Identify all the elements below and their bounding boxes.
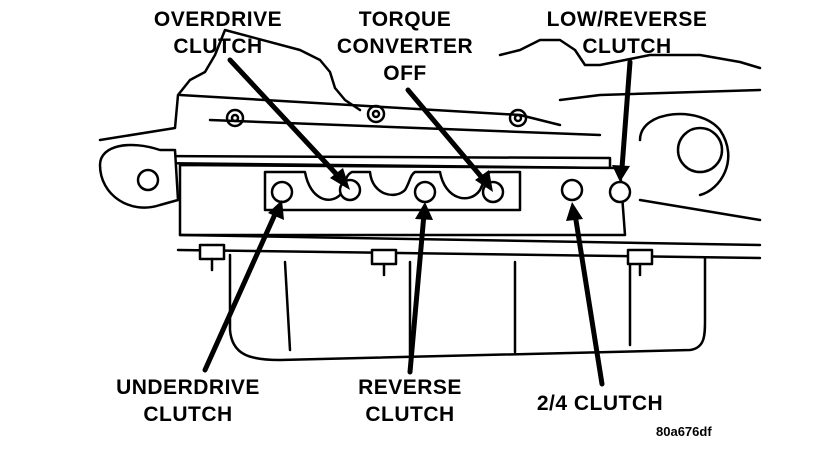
arrowhead-low-reverse <box>612 165 630 182</box>
right-lower-edge <box>638 198 762 222</box>
lower-flange-2 <box>176 248 762 260</box>
underdrive-clutch-label: UNDERDRIVE CLUTCH <box>108 374 268 428</box>
arrowhead-two-four <box>566 202 583 221</box>
leader-overdrive <box>227 57 343 181</box>
leader-torque-converter-off <box>405 87 487 183</box>
housing-outline-upper <box>498 38 762 70</box>
pan-bolt-right <box>626 248 654 277</box>
right-boss <box>638 112 730 197</box>
right-side <box>558 88 762 102</box>
passage-low-reverse <box>608 180 632 204</box>
leader-reverse <box>407 211 427 375</box>
oil-pan <box>228 253 707 362</box>
low-reverse-clutch-label: LOW/REVERSE CLUTCH <box>532 6 722 60</box>
pan-bolt-left <box>198 243 226 272</box>
upper-bolt-1 <box>225 108 245 128</box>
housing-outline <box>98 28 362 142</box>
overdrive-clutch-label: OVERDRIVE CLUTCH <box>148 6 288 60</box>
low-reverse-label-line-1: LOW/REVERSE <box>546 8 708 31</box>
tcc-label-line-2: CONVERTER <box>336 35 474 58</box>
tcc-label-line-3: OFF <box>383 62 427 85</box>
left-ear-hole <box>136 168 160 192</box>
underdrive-label-line-2: CLUTCH <box>143 403 233 426</box>
valve-body-face <box>178 163 627 237</box>
two-four-label-line-1: 2/4 CLUTCH <box>536 392 664 415</box>
leader-underdrive <box>202 209 279 373</box>
oil-pan-rib-1 <box>283 260 292 352</box>
torque-converter-off-label: TORQUE CONVERTER OFF <box>325 6 485 87</box>
reverse-label-line-1: REVERSE <box>358 376 462 399</box>
upper-bolt-3 <box>508 108 528 128</box>
overdrive-label-line-2: CLUTCH <box>173 35 263 58</box>
overdrive-label-line-1: OVERDRIVE <box>153 8 283 31</box>
arrowhead-reverse <box>415 202 433 220</box>
figure-reference-code: 80a676df <box>656 424 712 439</box>
housing-ridge-2 <box>208 118 602 137</box>
leader-low-reverse <box>619 59 633 171</box>
lower-flange <box>178 233 762 247</box>
pan-bolt-middle <box>370 248 398 277</box>
arrowhead-overdrive <box>330 168 350 190</box>
passage-reverse <box>413 180 437 204</box>
passage-two-four <box>560 178 584 202</box>
underdrive-label-line-1: UNDERDRIVE <box>116 376 260 399</box>
leader-two-four <box>572 211 605 387</box>
tcc-label-line-1: TORQUE <box>358 8 452 31</box>
upper-bolt-2 <box>366 104 386 124</box>
reverse-clutch-label: REVERSE CLUTCH <box>340 374 480 428</box>
passage-underdrive <box>270 180 294 204</box>
low-reverse-label-line-2: CLUTCH <box>582 35 672 58</box>
two-four-clutch-label: 2/4 CLUTCH <box>520 390 680 417</box>
arrowhead-underdrive <box>268 200 284 220</box>
right-boss-hole <box>676 126 724 174</box>
arrowhead-torque-converter-off <box>475 170 493 192</box>
reverse-label-line-2: CLUTCH <box>365 403 455 426</box>
